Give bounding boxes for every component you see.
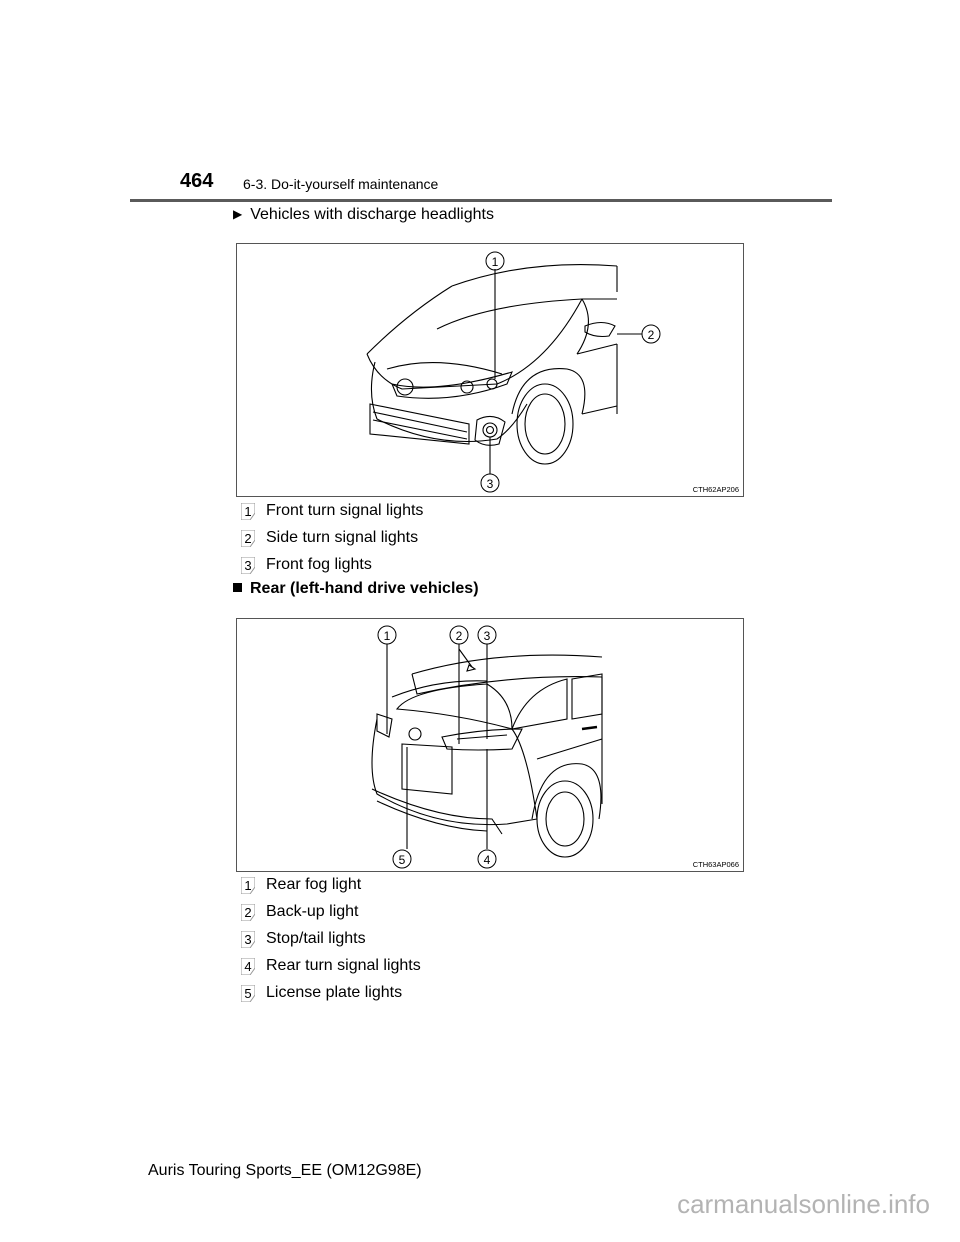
number-tab-icon: 4 <box>241 958 255 975</box>
number-tab-icon: 1 <box>241 877 255 894</box>
legend-label: Rear fog light <box>266 876 362 893</box>
number-tab-icon: 3 <box>241 557 255 574</box>
subsection-label: Vehicles with discharge headlights <box>250 206 494 223</box>
callout-1: 1 <box>384 629 391 643</box>
number-tab-icon: 2 <box>241 530 255 547</box>
callout-5: 5 <box>399 853 406 867</box>
legend-label: Back-up light <box>266 903 359 920</box>
callout-3: 3 <box>487 477 494 491</box>
callout-2: 2 <box>456 629 463 643</box>
legend-label: Front fog lights <box>266 556 372 573</box>
page-number: 464 <box>180 170 214 192</box>
number-tab-icon: 3 <box>241 931 255 948</box>
front-car-illustration: 1 2 3 <box>366 251 661 493</box>
legend-label: Front turn signal lights <box>266 502 424 519</box>
legend-label: Side turn signal lights <box>266 529 419 546</box>
legend-label: Stop/tail lights <box>266 930 366 947</box>
rear-heading: Rear (left-hand drive vehicles) <box>233 580 479 598</box>
callout-1: 1 <box>492 255 499 269</box>
triangle-bullet-icon: ▶ <box>233 207 243 221</box>
watermark: carmanualsonline.info <box>677 1189 930 1219</box>
section-title: 6-3. Do-it-yourself maintenance <box>243 176 439 192</box>
square-bullet-icon <box>233 583 242 592</box>
rear-heading-label: Rear (left-hand drive vehicles) <box>250 580 479 597</box>
rear-car-figure: 1 2 3 4 5 CTH63AP066 <box>236 618 744 872</box>
legend-label: License plate lights <box>266 984 403 1001</box>
callout-3: 3 <box>484 629 491 643</box>
footer-manual-title: Auris Touring Sports_EE (OM12G98E) <box>148 1162 422 1179</box>
callout-4: 4 <box>484 853 491 867</box>
rear-car-illustration: 1 2 3 4 5 <box>371 625 603 869</box>
number-tab-icon: 2 <box>241 904 255 921</box>
subsection-heading: ▶ Vehicles with discharge headlights <box>233 206 494 224</box>
header-divider <box>130 199 832 202</box>
number-tab-icon: 5 <box>241 985 255 1002</box>
figure-code: CTH62AP206 <box>692 485 739 494</box>
front-car-figure: 1 2 3 CTH62AP206 <box>236 243 744 497</box>
legend-label: Rear turn signal lights <box>266 957 421 974</box>
figure-code: CTH63AP066 <box>692 860 739 869</box>
number-tab-icon: 1 <box>241 503 255 520</box>
callout-2: 2 <box>648 328 655 342</box>
